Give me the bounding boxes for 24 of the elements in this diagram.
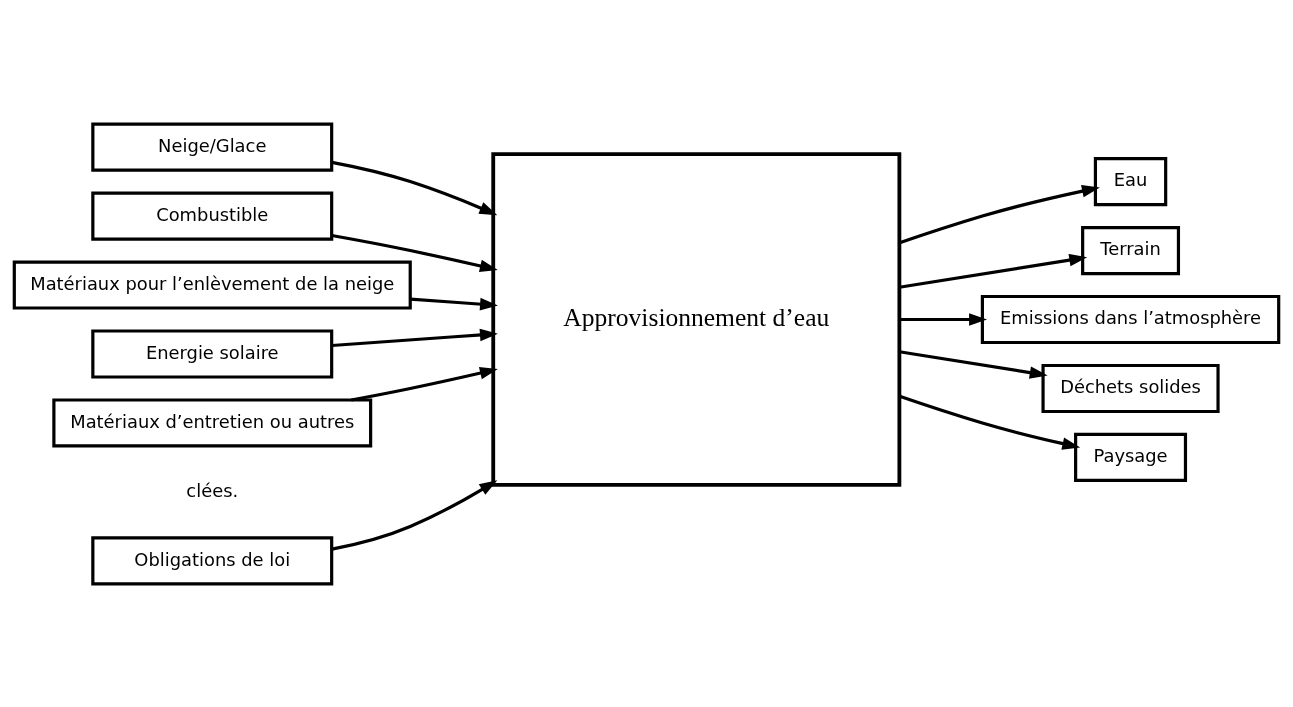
arrow (899, 394, 1081, 450)
node-box: Matériaux pour l’enlèvement de la neige (12, 259, 412, 310)
arrow (331, 160, 498, 215)
node-box: Energie solaire (91, 328, 334, 379)
node-box: Déchets solides (1041, 363, 1220, 413)
arrow (899, 349, 1048, 379)
label: clées. (186, 479, 239, 501)
node-box: Neige/Glace (91, 122, 334, 172)
arrow (410, 297, 498, 310)
arrow (351, 366, 498, 402)
arrow (899, 253, 1088, 289)
arrow (331, 233, 498, 272)
node-box: Paysage (1074, 432, 1188, 482)
node-box: Eau (1093, 156, 1168, 206)
node-box: Emissions dans l’atmosphère (980, 294, 1281, 344)
node-box: Approvisionnement d’eau (491, 151, 902, 487)
arrow (331, 479, 498, 551)
node-box: Matériaux d’entretien ou autres (52, 397, 373, 448)
node-box: Terrain (1081, 225, 1181, 275)
arrow (899, 312, 987, 326)
node-box: Obligations de loi (91, 535, 334, 585)
node-box: Combustible (91, 191, 334, 241)
arrow (899, 184, 1100, 244)
arrow (331, 328, 498, 347)
